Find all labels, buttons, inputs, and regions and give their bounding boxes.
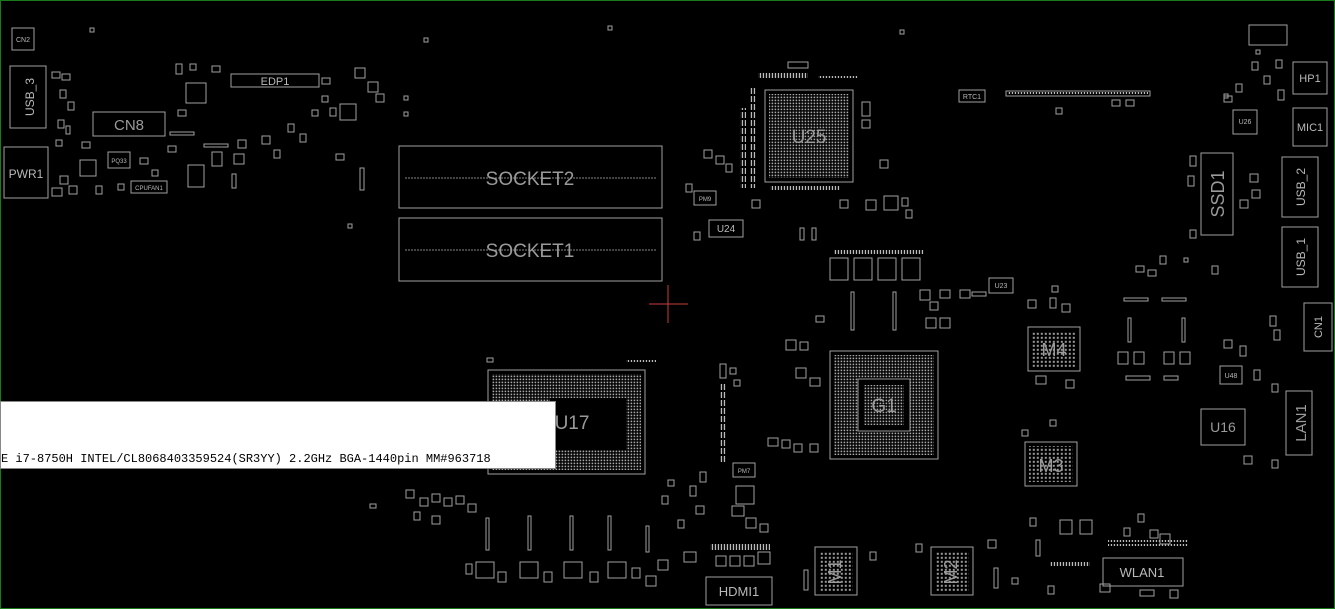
edp1-connector[interactable]: EDP1 [230,73,320,88]
cpu-bottom-parts [369,489,657,587]
m4-memory-chip[interactable]: M4 [1027,326,1081,372]
hdmi1-connector[interactable]: HDMI1 [705,576,773,606]
svg-text:PM7: PM7 [738,469,751,475]
ssd1-connector[interactable]: SSD1 [1200,152,1234,236]
svg-text:CN2: CN2 [16,37,30,44]
g1-top-parts [785,250,987,387]
socket1-slot[interactable]: SOCKET1 [398,217,663,282]
part-info-text: E i7-8750H INTEL/CL8068403359524(SR3YY) … [1,452,491,466]
m2-memory-chip[interactable]: M2 [930,546,974,596]
usb1-connector[interactable]: USB_1 [1281,226,1319,288]
u26-chip[interactable]: U26 [1232,109,1258,135]
u16-chip[interactable]: U16 [1200,408,1246,446]
right-small-parts [803,59,1285,599]
svg-text:M1: M1 [825,559,845,584]
pm7-part[interactable]: PM7 [732,462,756,478]
u48-chip[interactable]: U48 [1219,365,1243,385]
usb3-connector[interactable]: USB_3 [9,65,47,129]
board-markers [89,25,1261,263]
svg-text:USB_3: USB_3 [23,78,37,116]
svg-text:CPUFAN1: CPUFAN1 [135,186,163,192]
pq33-part[interactable]: PQ33 [107,151,131,169]
crosshair-cursor-icon [649,285,688,323]
svg-text:HDMI1: HDMI1 [719,584,759,599]
svg-text:CN8: CN8 [114,117,144,134]
svg-text:M4: M4 [1041,340,1066,360]
svg-text:PM9: PM9 [699,197,712,203]
u24-chip[interactable]: U24 [708,219,744,238]
svg-text:M3: M3 [1038,456,1063,476]
u23-chip[interactable]: U23 [988,277,1014,294]
top-right-connector [1005,90,1151,97]
usb2-connector[interactable]: USB_2 [1281,156,1319,218]
svg-text:HP1: HP1 [1299,73,1320,85]
svg-text:RTC1: RTC1 [963,94,981,101]
u25-chip[interactable]: U25 [764,89,854,183]
svg-text:U48: U48 [1225,373,1238,380]
part-info-tooltip: E i7-8750H INTEL/CL8068403359524(SR3YY) … [0,401,556,469]
g1-gpu-chip[interactable]: G1 [829,350,939,460]
m1-memory-chip[interactable]: M1 [814,546,858,596]
svg-text:CN1: CN1 [1313,316,1325,338]
hp1-jack[interactable]: HP1 [1292,61,1328,95]
m3-memory-chip[interactable]: M3 [1024,441,1078,487]
top-right-part [1248,24,1288,46]
svg-text:U23: U23 [995,283,1008,290]
svg-text:USB_2: USB_2 [1294,168,1308,206]
svg-text:PWR1: PWR1 [9,167,44,181]
pm9-part[interactable]: PM9 [693,190,717,206]
svg-text:U17: U17 [555,413,590,434]
cpufan1-connector[interactable]: CPUFAN1 [130,180,168,194]
svg-text:U25: U25 [792,127,827,148]
svg-text:U24: U24 [717,224,736,235]
cn1-connector[interactable]: CN1 [1303,302,1333,352]
left-small-parts [51,63,385,197]
svg-text:U16: U16 [1210,419,1236,435]
svg-text:EDP1: EDP1 [261,76,290,88]
wlan1-connector[interactable]: WLAN1 [1102,557,1184,587]
svg-text:M2: M2 [941,559,961,584]
cn2-connector[interactable]: CN2 [11,27,35,51]
svg-text:G1: G1 [871,396,896,417]
svg-text:WLAN1: WLAN1 [1120,565,1165,580]
mic1-jack[interactable]: MIC1 [1292,107,1328,147]
svg-text:USB_1: USB_1 [1294,238,1308,276]
u25-support-parts [685,61,913,241]
rtc1-part[interactable]: RTC1 [958,89,986,103]
svg-text:MIC1: MIC1 [1297,122,1323,134]
lan1-connector[interactable]: LAN1 [1285,390,1313,456]
svg-text:PQ33: PQ33 [111,159,127,165]
svg-text:SOCKET2: SOCKET2 [486,169,575,190]
cn8-connector[interactable]: CN8 [92,111,166,137]
socket2-slot[interactable]: SOCKET2 [398,145,663,209]
svg-text:SOCKET1: SOCKET1 [486,241,575,262]
svg-text:SSD1: SSD1 [1208,170,1228,217]
pwr1-connector[interactable]: PWR1 [3,146,49,199]
svg-text:U26: U26 [1239,119,1252,126]
svg-text:LAN1: LAN1 [1293,404,1310,442]
center-lower-parts [657,363,819,571]
